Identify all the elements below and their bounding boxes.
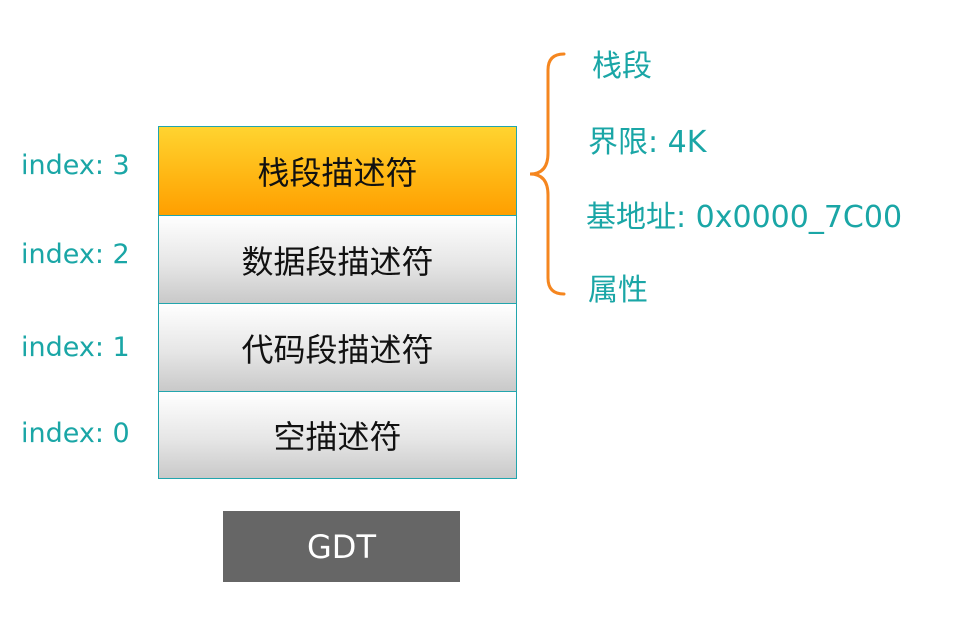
stack-segment-descriptor: 栈段描述符 bbox=[158, 126, 517, 216]
segment-base-label: 基地址: 0x0000_7C00 bbox=[586, 200, 903, 235]
gdt-caption: GDT bbox=[223, 511, 460, 582]
segment-limit-label: 界限: 4K bbox=[588, 125, 707, 160]
code-segment-descriptor: 代码段描述符 bbox=[158, 303, 517, 392]
index-label-3: index: 3 bbox=[21, 150, 130, 181]
data-segment-descriptor: 数据段描述符 bbox=[158, 215, 517, 304]
segment-type-label: 栈段 bbox=[592, 49, 652, 84]
segment-attributes-label: 属性 bbox=[588, 273, 648, 308]
curly-brace-icon bbox=[529, 52, 566, 296]
index-label-2: index: 2 bbox=[21, 239, 130, 270]
index-label-1: index: 1 bbox=[21, 332, 130, 363]
index-label-0: index: 0 bbox=[21, 418, 130, 449]
null-descriptor: 空描述符 bbox=[158, 391, 517, 479]
gdt-table: 栈段描述符 数据段描述符 代码段描述符 空描述符 bbox=[158, 126, 517, 479]
